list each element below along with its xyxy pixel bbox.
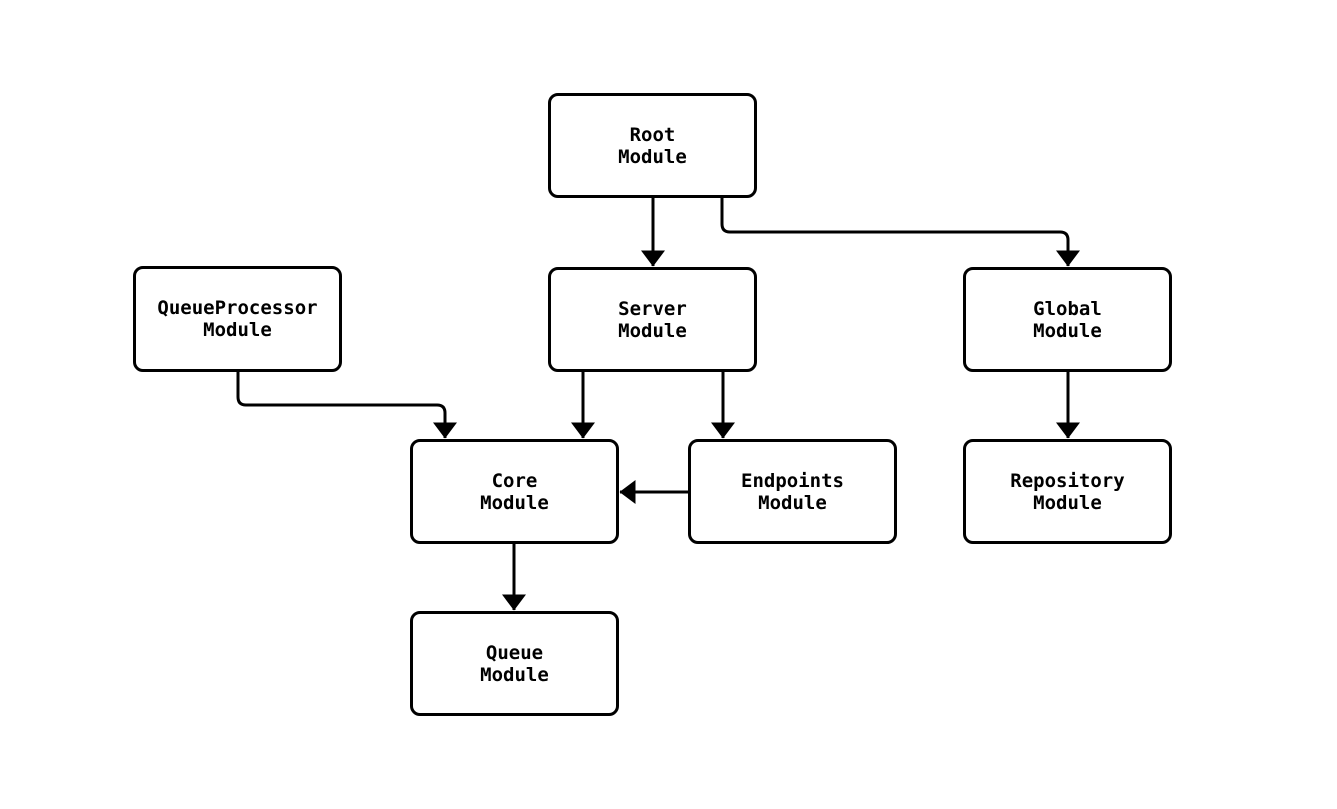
- node-label-line: Queue: [485, 641, 544, 664]
- node-label-line: Module: [480, 491, 549, 514]
- node-label-line: Core: [491, 469, 538, 492]
- edge-root-to-global: [720, 198, 1080, 267]
- node-label-line: Module: [203, 319, 272, 341]
- node-label-line: Module: [618, 145, 687, 168]
- node-label-line: Endpoints: [741, 469, 844, 492]
- node-label-line: Module: [480, 663, 549, 686]
- node-label-line: Module: [1033, 491, 1102, 514]
- node-label-line: Module: [618, 319, 687, 342]
- node-label-line: QueueProcessor: [157, 297, 318, 319]
- node-label-line: Module: [1033, 319, 1102, 342]
- node-label-line: Repository: [1010, 469, 1125, 492]
- node-label-line: Global: [1033, 297, 1102, 320]
- node-label-line: Module: [758, 491, 827, 514]
- node-label-line: Server: [618, 297, 687, 320]
- edge-queueprocessor-to-core: [236, 372, 457, 439]
- node-label-line: Root: [629, 123, 676, 146]
